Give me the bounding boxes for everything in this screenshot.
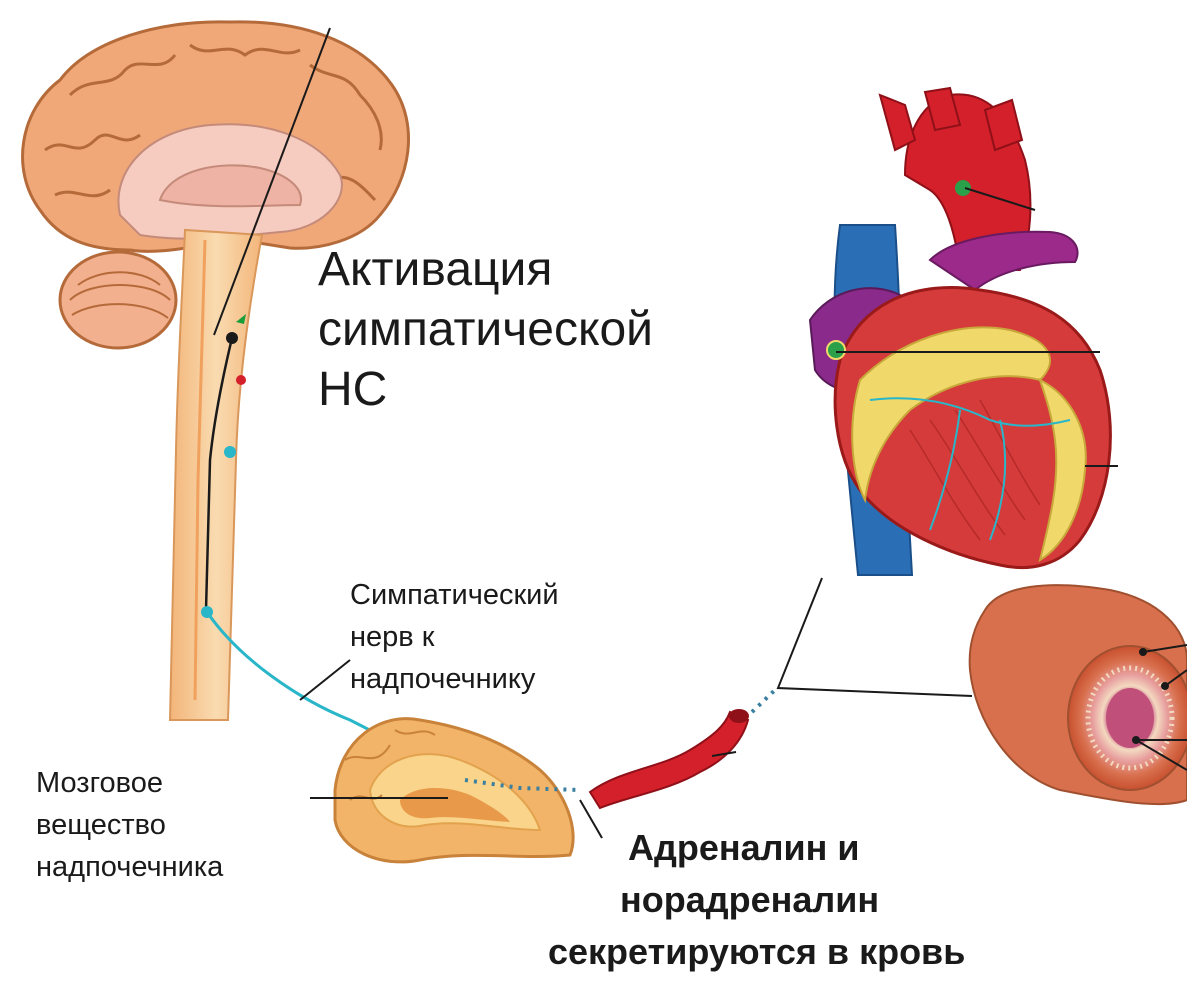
activation-line-3: НС [318,360,653,420]
nerve-line-3: надпочечнику [350,658,559,700]
adrenal-medulla-label: Мозговое вещество надпочечника [36,762,223,888]
nerve-pointer [300,660,350,700]
vessel-pointer [778,578,972,696]
medulla-line-2: вещество [36,804,223,846]
vessel-dotted [752,690,775,712]
spinal-cord [170,230,262,720]
heart-icon [810,88,1110,575]
hormones-line-3: секретируются в кровь [548,926,965,978]
sympathetic-nerve-label: Симпатический нерв к надпочечнику [350,574,559,700]
nerve-line-1: Симпатический [350,574,559,616]
hormones-line-2: норадреналин [548,874,965,926]
medulla-line-3: надпочечника [36,846,223,888]
nerve-line-2: нерв к [350,616,559,658]
hormones-label: Адреналин и норадреналин секретируются в… [548,822,965,978]
activation-label: Активация симпатической НС [318,240,653,420]
activation-line-2: симпатической [318,300,653,360]
medulla-line-1: Мозговое [36,762,223,804]
activation-line-1: Активация [318,240,653,300]
hormones-line-1: Адреналин и [548,822,965,874]
blood-vessel-icon [590,709,749,808]
cerebellum [60,252,176,348]
vessel-cross-section [970,585,1187,804]
